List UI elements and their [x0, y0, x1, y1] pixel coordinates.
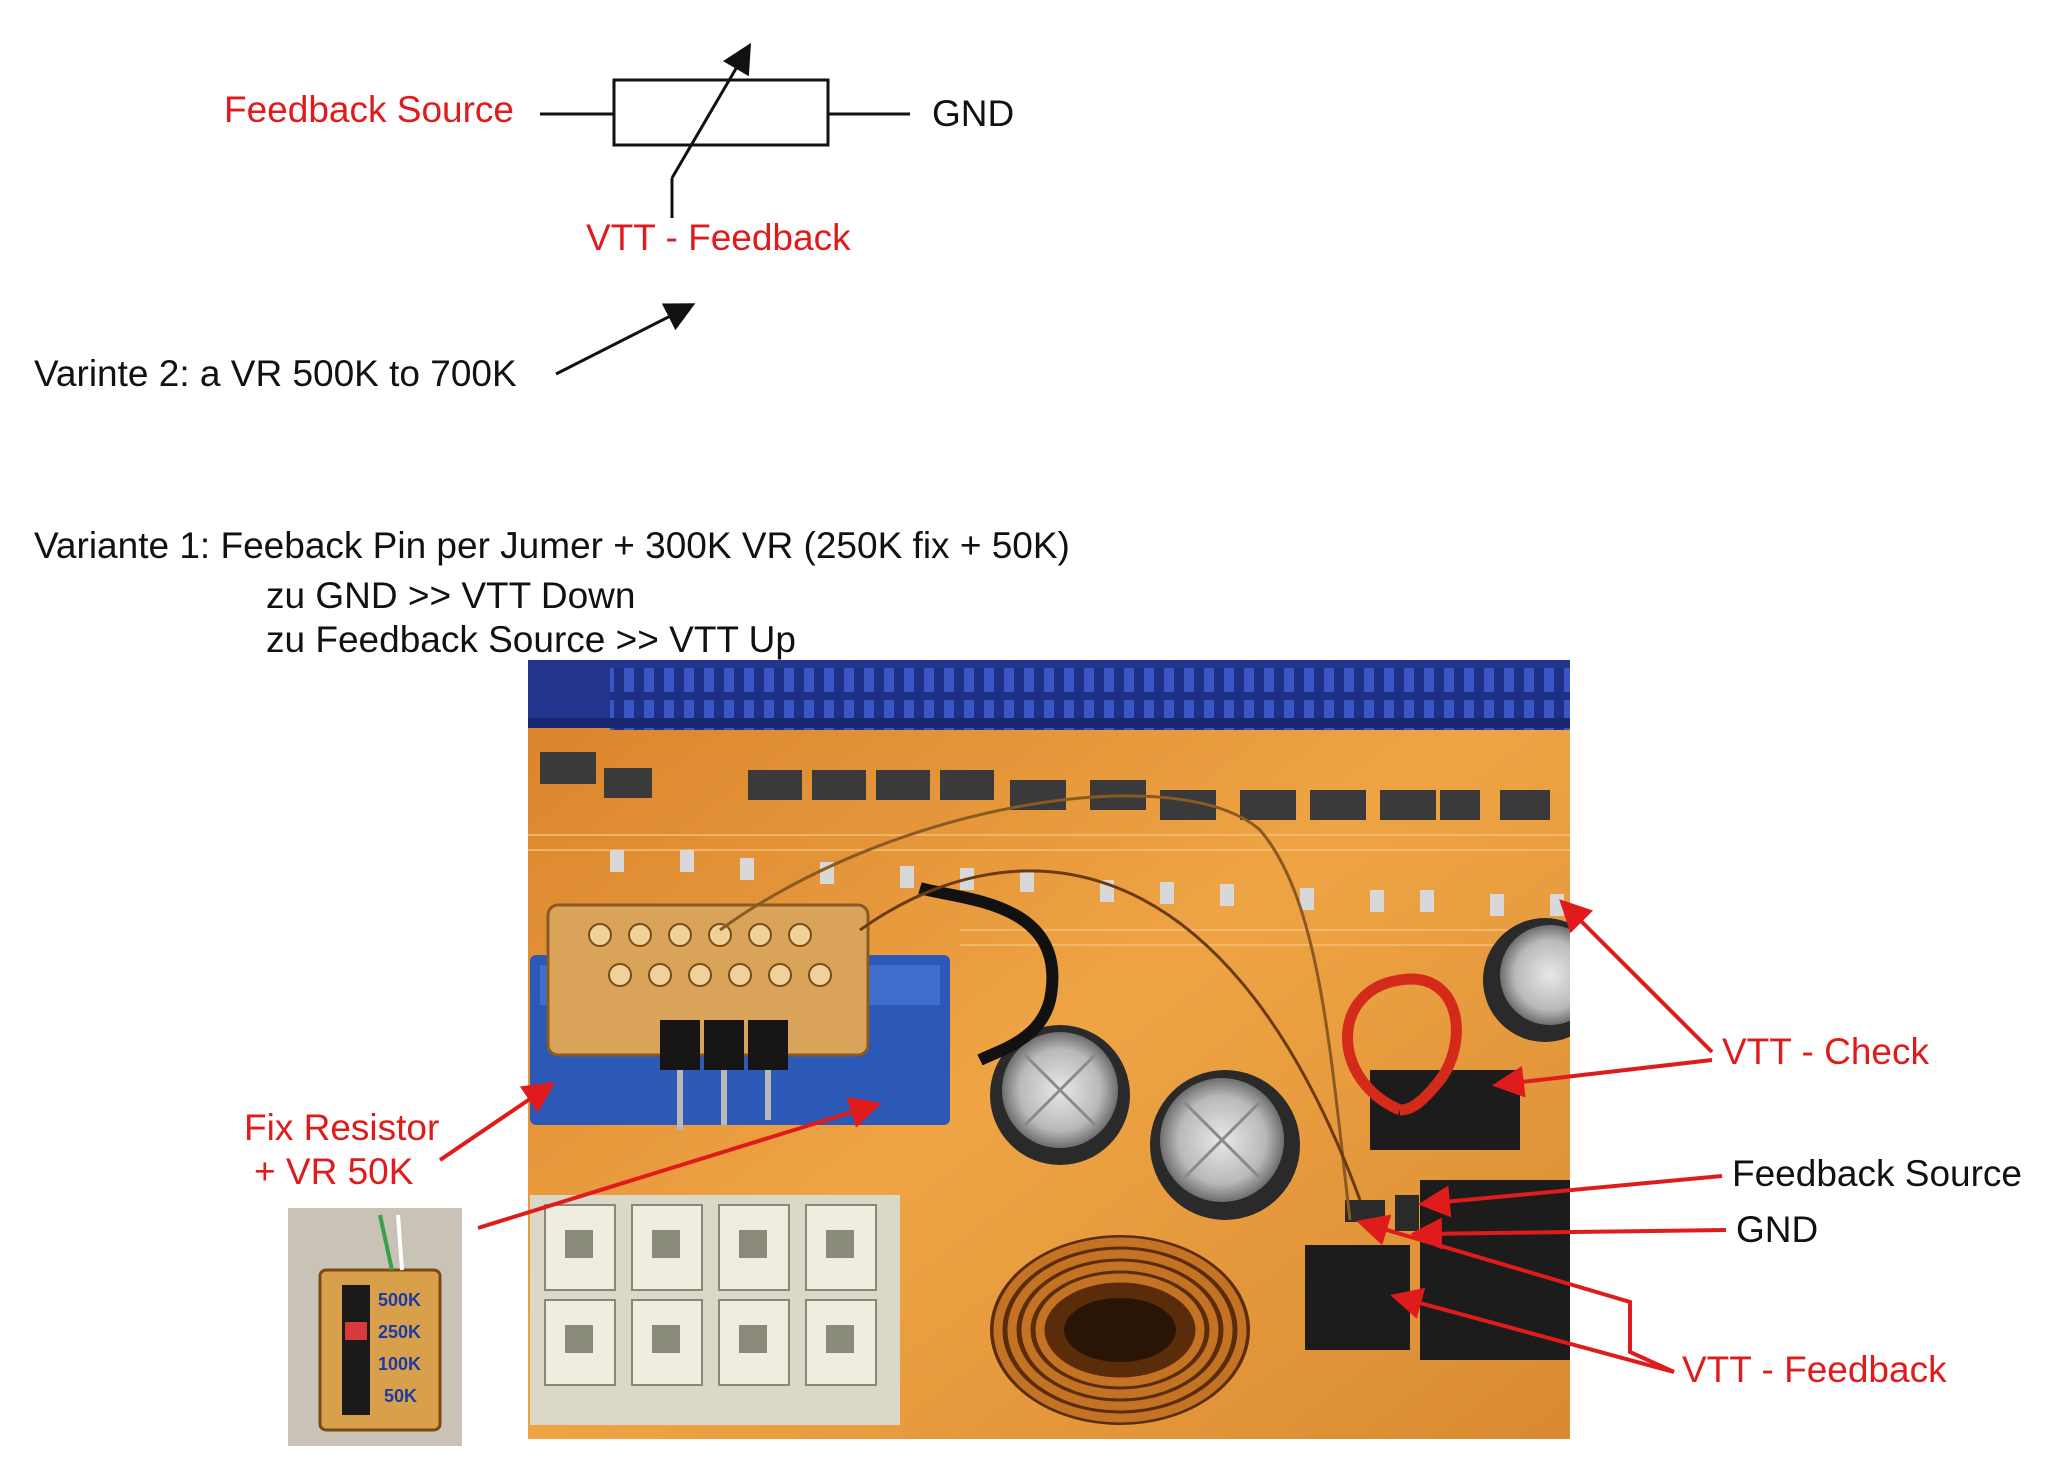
inset-label-50k: 50K	[384, 1386, 417, 1406]
potentiometer-schematic	[540, 42, 910, 218]
wires	[719, 794, 1462, 1221]
inductor-coil	[990, 1235, 1250, 1425]
feedback-source-label: Feedback Source	[1732, 1153, 2022, 1194]
schematic-gnd-label: GND	[932, 93, 1014, 134]
variant1-line2: zu GND >> VTT Down	[266, 575, 635, 616]
fix-resistor-label-line2: + VR 50K	[254, 1151, 414, 1192]
inset-label-250k: 250K	[378, 1322, 421, 1342]
arrow-vtt-check-left	[1492, 1058, 1713, 1098]
vtt-check-label: VTT - Check	[1722, 1031, 1929, 1072]
arrow-vtt-check-top	[1559, 899, 1714, 1054]
arrow-vtt-feedback-lower	[1390, 1287, 1675, 1374]
arrow-feedback-source	[1418, 1174, 1723, 1218]
variant1-line3: zu Feedback Source >> VTT Up	[266, 619, 796, 660]
resistor-module-inset: 500K 250K 100K 50K	[288, 1208, 462, 1446]
arrow-fix-to-pot-left	[438, 1081, 556, 1162]
inset-label-100k: 100K	[378, 1354, 421, 1374]
variant1-line1: Variante 1: Feeback Pin per Jumer + 300K…	[34, 525, 1070, 566]
variant2-text: Varinte 2: a VR 500K to 700K	[34, 353, 517, 394]
vtt-feedback-label: VTT - Feedback	[1682, 1349, 1947, 1390]
arrow-gnd	[1410, 1217, 1727, 1250]
electrolytic-capacitors	[990, 918, 1570, 1220]
motherboard-photo	[528, 660, 1570, 1439]
variant2-arrow	[555, 303, 696, 376]
schematic-vtt-feedback-label: VTT - Feedback	[586, 217, 851, 258]
resistor-network-row	[540, 752, 1564, 916]
variable-arrow	[670, 42, 752, 179]
atx-power-connector	[530, 1195, 900, 1425]
fix-resistor-label-line1: Fix Resistor	[244, 1107, 439, 1148]
arrow-fix-to-pot-right	[477, 1097, 882, 1230]
gnd-label: GND	[1736, 1209, 1818, 1250]
blue-trim-pot	[530, 903, 950, 1130]
inset-label-500k: 500K	[378, 1290, 421, 1310]
schematic-feedback-source-label: Feedback Source	[224, 89, 514, 130]
resistor-body	[612, 78, 830, 147]
vtt-feedback-bracket	[1356, 1214, 1675, 1374]
